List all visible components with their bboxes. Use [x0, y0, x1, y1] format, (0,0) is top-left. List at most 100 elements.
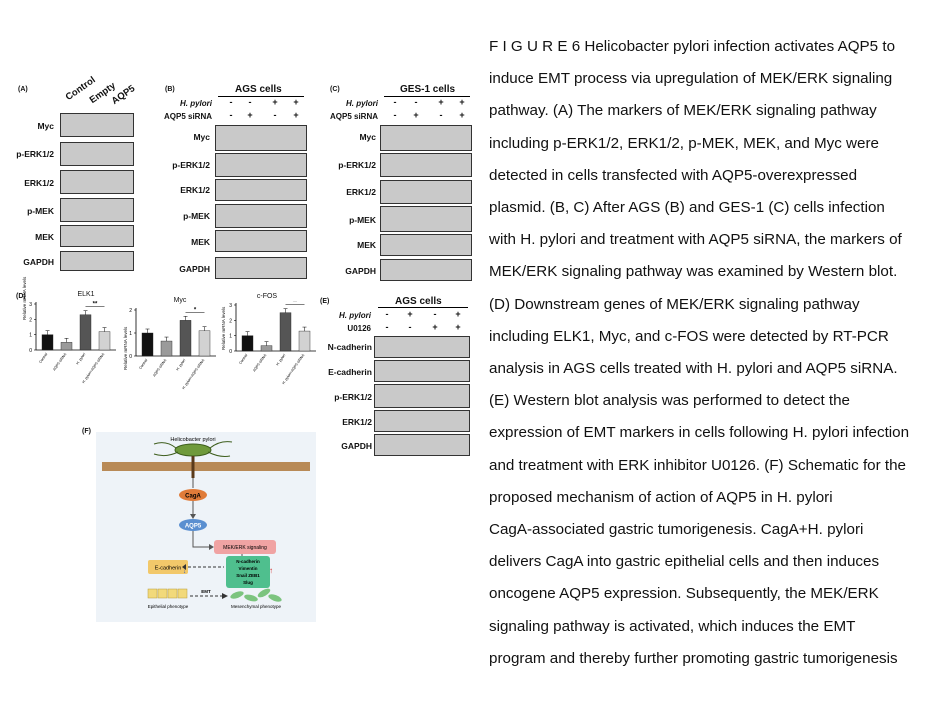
chart-title: Myc [173, 297, 187, 304]
panel-f-label: (F) [82, 428, 91, 435]
bar [198, 330, 211, 357]
blot-row-label: E-cadherin [328, 367, 372, 377]
caption-line: signaling pathway is activated, which in… [489, 617, 856, 635]
blot-band [374, 410, 470, 432]
chart-title: c-FOS [256, 293, 278, 300]
significance-label: * [194, 307, 197, 313]
sign: - [248, 97, 252, 107]
y-tick-label: 0 [229, 349, 232, 355]
panel-a-label: (A) [18, 86, 28, 93]
x-tick-label: H. pylori [75, 352, 86, 365]
y-tick-label: 3 [29, 302, 32, 308]
caga-shape [179, 489, 207, 501]
condition-label: AQP5 siRNA [163, 112, 212, 121]
mesenchymal-cell-icon [257, 588, 271, 598]
sign: + [432, 322, 438, 332]
blot-row-label: GAPDH [341, 441, 372, 451]
y-tick-label: 1 [29, 333, 32, 339]
blot-row-label: Myc [193, 132, 210, 142]
condition-label: U0126 [347, 324, 371, 333]
sign: + [455, 322, 461, 332]
sign: - [385, 309, 389, 319]
blot-row-label: ERK1/2 [24, 178, 54, 188]
mesenchymal-cell-icon [230, 591, 244, 599]
blot-row-label: p-ERK1/2 [334, 392, 372, 402]
caption-line: detected in cells transfected with AQP5-… [489, 166, 858, 184]
sign: - [273, 110, 277, 120]
sign: + [455, 309, 461, 319]
blot-row-label: MEK [35, 232, 54, 242]
blot-band [380, 180, 472, 204]
flagella-icon [153, 441, 233, 457]
condition-label: H. pylori [179, 99, 212, 108]
caption-line: induce EMT process via upregulation of M… [489, 70, 893, 88]
down-arrow-icon: ↓ [183, 569, 186, 575]
blot-band [215, 125, 307, 151]
blot-row-label: GAPDH [345, 266, 376, 276]
panel-e-title: AGS cells [395, 296, 442, 307]
blot-row-label: p-ERK1/2 [16, 149, 54, 159]
bar [260, 345, 273, 352]
sign: + [293, 110, 299, 120]
blot-band [215, 230, 307, 252]
arrow-head-icon [222, 593, 228, 599]
sign: + [438, 97, 444, 107]
up-arrow-icon: ↑ [269, 566, 273, 575]
x-tick-label: AQP5 siRNA [252, 353, 268, 373]
ecadherin-box [148, 560, 188, 574]
caption-line: F I G U R E 6 Helicobacter pylori infect… [489, 38, 896, 55]
mechanism-diagram: ↓ ↑ Helicobacter pylori CagA AQP5 MEK/ER… [96, 432, 316, 622]
mesenchymal-label: Mesenchymal phenotype [231, 604, 282, 609]
caption-line: CagA-associated gastric tumorigenesis. C… [489, 521, 864, 539]
blot-row-label: p-MEK [349, 215, 376, 225]
bar [60, 342, 73, 351]
bar [141, 332, 154, 357]
epithelial-label: Epithelial phenotype [148, 604, 189, 609]
mesenchymal-cell-icon [268, 594, 282, 602]
title-underline [378, 307, 468, 308]
x-tick-label: H. pylori+AQP5 siRNA [81, 352, 105, 384]
blot-band [380, 206, 472, 232]
caption-line: delivers CagA into gastric epithelial ce… [489, 553, 880, 571]
x-tick-label: H. pylori [275, 353, 286, 366]
emt-label: EMT [201, 589, 211, 594]
blot-row-label: p-ERK1/2 [338, 160, 376, 170]
y-tick-label: 0 [129, 354, 132, 360]
caption-line: plasmid. (B, C) After AGS (B) and GES-1 … [489, 199, 885, 217]
epithelial-cell-icon [147, 588, 158, 599]
blot-band [60, 142, 134, 166]
bacterium-label: Helicobacter pylori [170, 437, 215, 443]
x-tick-label: Control [38, 352, 48, 364]
marker-label: Snail ZEB1 [236, 573, 260, 578]
x-tick-label: AQP5 siRNA [52, 352, 68, 372]
sign: + [459, 110, 465, 120]
caption-line: including p-ERK1/2, ERK1/2, p-MEK, MEK, … [489, 134, 879, 152]
bar [241, 335, 254, 352]
blot-band [380, 125, 472, 151]
blot-band [60, 198, 134, 222]
x-tick-label: Control [238, 353, 248, 365]
marker-label: N-cadherin [236, 559, 260, 564]
bar [41, 334, 54, 351]
x-tick-label: H. pylori+AQP5 siRNA [181, 358, 205, 390]
blot-band [374, 336, 470, 358]
blot-row-label: MEK [191, 237, 210, 247]
mesenchymal-markers-box [226, 556, 270, 588]
caption-line: including ELK1, Myc, and c-FOS were dete… [489, 327, 889, 345]
blot-band [380, 153, 472, 177]
blot-band [60, 170, 134, 194]
panel-b-label: (B) [165, 86, 175, 93]
sign: + [407, 309, 413, 319]
sign: + [272, 97, 278, 107]
sign: + [293, 97, 299, 107]
blot-band [380, 234, 472, 256]
aqp5-shape [179, 519, 207, 531]
caption-line: MEK/ERK signaling pathway was examined b… [489, 263, 898, 281]
blot-band [60, 113, 134, 137]
sign: - [408, 322, 412, 332]
y-tick-label: 0 [29, 348, 32, 354]
y-tick-label: 3 [229, 303, 232, 309]
